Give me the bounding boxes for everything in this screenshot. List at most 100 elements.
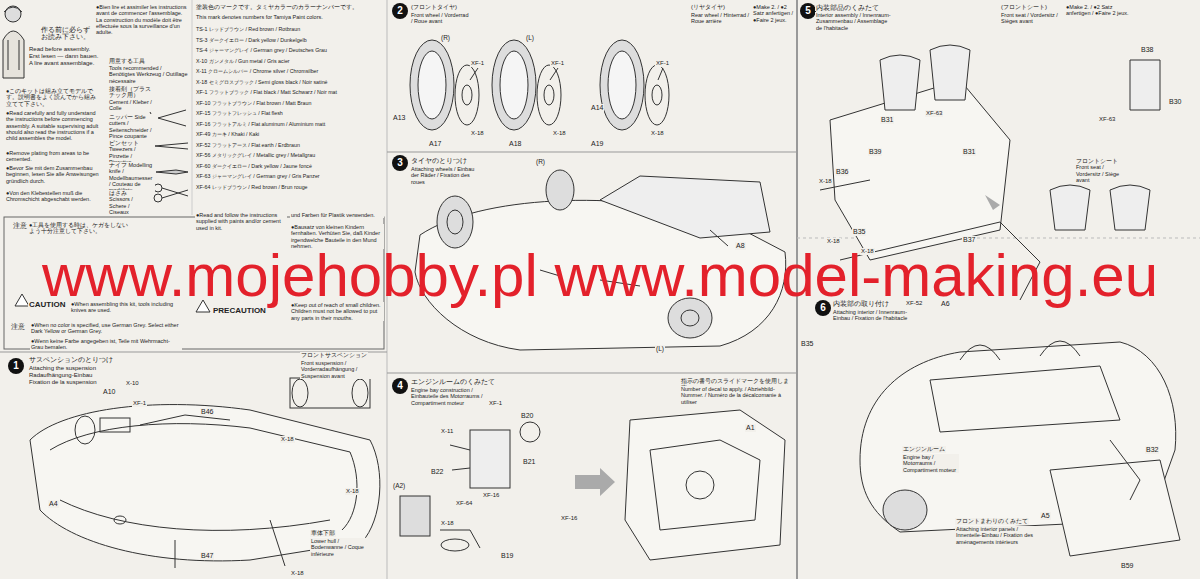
instruction-text: TS-1 レッドブラウン / Red brown / Rotbraun [195,26,382,32]
instruction-text: TS-4 ジャーマングレイ / German grey / Deutsches … [195,47,382,53]
instruction-text: ●このキットは組み立てモデルです。説明書をよく読んでから組み立てて下さい。 [5,88,102,107]
part-number: B37 [962,236,976,244]
instruction-text: X-10 ガンメタル / Gun metal / Gris acier [195,58,382,64]
instruction-text: Engine bay / Motorraums / Compartiment m… [902,454,959,473]
part-number: B32 [1145,446,1159,454]
instruction-text: XF-60 ダークイエロー / Dark yellow / Jaune fonc… [195,163,382,169]
paint-code: X-18 [818,178,833,185]
instruction-text: Read before assembly. [28,46,91,53]
instruction-text: はさみ Scissors / Schere / Ciseaux [108,190,150,215]
paint-code: X-18 [280,436,295,443]
instruction-text: ●Read and follow the instructions suppli… [195,212,287,231]
instruction-text: フロントシート Front seat / Vordersitz / Siège … [1075,158,1122,183]
part-number: B38 [1140,46,1154,54]
paint-code: X-11 [440,428,454,435]
instruction-text: ニッパー Side cutters / Seitenschneider / Pi… [108,114,155,139]
part-number: B35 [800,340,814,348]
side-marker: (L) [655,345,665,352]
instruction-text: ●When no color is specified, use German … [30,322,182,335]
instruction-text: XF-64 レッドブラウン / Red brown / Brun rouge [195,184,382,190]
instruction-text: 注意 [12,222,28,230]
paint-code: XF-1 [655,60,670,67]
side-marker: (R) [535,158,546,165]
instruction-text: XF-49 カーキ / Khaki / Kaki [195,131,382,137]
instruction-text: ●Make 2. / ●2 Satz anfertigen / ●Faire 2… [1065,4,1137,17]
instruction-text: Attaching the suspension [28,365,97,372]
paint-code: X-18 [345,488,360,495]
paint-code: X-18 [440,520,455,527]
instruction-text: XF-15 フラットフレッシュ / Flat flesh [195,110,382,116]
instruction-text: (フロントタイヤ) [410,4,458,11]
step-number-text: 4 [397,381,403,391]
instruction-text: ●Von den Klebestellen muß die Chromschic… [5,190,102,203]
instruction-text: TS-3 ダークイエロー / Dark yellow / Dunkelgelb [195,37,382,43]
instruction-text: Number of decal to apply. / Abziehbild-N… [680,386,792,405]
instruction-text: (リヤタイヤ) [690,4,726,11]
paint-code: X-18 [552,130,567,137]
instruction-text: Tools recommended / Benötigtes Werkzeug … [108,65,190,84]
instruction-text: This mark denotes numbers for Tamiya Pai… [195,14,382,20]
instruction-text: ●Make 2. / ●2 Satz anfertigen / ●Faire 2… [752,4,796,23]
instruction-text: Interior assembly / Innenraum-Zusammenba… [815,12,892,31]
paint-code: XF-1 [488,400,503,407]
paint-code: X-18 [650,130,665,137]
part-number: A19 [590,140,604,148]
instruction-text: Attaching interior panels / Innenteile-E… [955,526,1037,545]
part-number: B59 [1120,562,1134,570]
instruction-text: (フロントシート) [1000,4,1048,11]
part-number: B36 [835,168,849,176]
step2-wheels [410,40,669,130]
paint-code: X-18 [826,238,841,245]
instruction-text: XF-63 ジャーマングレイ / German grey / Gris Panz… [195,173,382,179]
instruction-text: Fixation de la suspension [28,379,98,386]
part-number: B19 [500,552,514,560]
step1-hull [30,378,380,568]
part-number: A10 [102,388,116,396]
instruction-text: X-18 セミグロスブラック / Semi gloss black / Noir… [195,79,382,85]
paint-code: XF-16 [560,515,578,522]
instruction-text: ●Remove plating from areas to be cemente… [5,150,102,163]
paint-code: XF-63 [925,110,943,117]
step-number: 2 [392,3,408,19]
instruction-text: XF-16 フラットアルミ / Flat aluminum / Aluminiu… [195,121,382,127]
step-number-text: 5 [805,6,811,16]
instruction-text: ●Bien lire et assimiler les instructions… [95,4,189,36]
instruction-text: XF-10 フラットブラウン / Flat brown / Matt Braun [195,100,382,106]
tool-icons [150,72,188,202]
instruction-text: Attaching wheels / Einbau der Räder / Fi… [410,166,482,185]
step6-vehicle [860,341,1180,556]
paint-code: XF-1 [470,60,485,67]
instruction-text: PRECAUTION [212,306,267,315]
instruction-text: ●工具を使用する時は、ケガをしないよう十分注意して下さい。 [28,222,130,235]
part-number: B39 [868,148,882,156]
paint-code: XF-1 [132,400,147,407]
step-number-text: 1 [13,361,19,371]
instruction-text: X-11 クロームシルバー / Chrome silver / Chromsil… [195,68,382,74]
part-number: B31 [962,148,976,156]
instruction-text: フロントまわりのくみたて [955,518,1029,525]
instruction-text: エンジンルームのくみたて [410,378,496,385]
paint-code: X-10 [125,380,140,387]
instruction-text: ●Wenn keine Farbe angegeben ist, Teile m… [30,338,182,351]
instruction-text: und Farben für Plastik verwenden. [290,212,384,218]
part-number: A17 [428,140,442,148]
part-number: B21 [522,458,536,466]
part-number: A1 [745,424,756,432]
instruction-text: 注意 [10,323,26,331]
instruction-text: Front seat / Vordersitz / Sièges avant [1000,12,1062,25]
instruction-text: XF-56 メタリックグレイ / Metallic grey / Metallg… [195,152,382,158]
paint-code: XF-16 [482,492,500,499]
instruction-text: XF-1 フラットブラック / Flat black / Matt Schwar… [195,89,382,95]
soldier-icon [3,6,24,78]
instruction-text: エンジンルーム [902,446,946,453]
part-number: B30 [1168,98,1182,106]
part-number: (A2) [392,482,406,489]
part-number: B20 [520,412,534,420]
instruction-text: Rear wheel / Hinterrad / Roue arrière [690,12,752,25]
step-number: 1 [8,358,24,374]
side-marker: (L) [525,34,535,41]
paint-code: X-18 [470,130,485,137]
instruction-text: ナイフ Modelling knife / Modellbaumesser / … [108,162,155,194]
